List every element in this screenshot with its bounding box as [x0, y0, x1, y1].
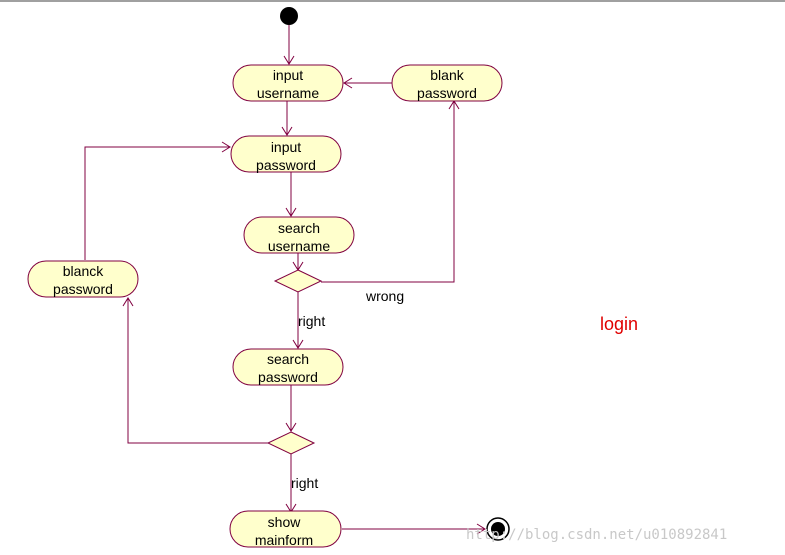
activity-label-line1: blanck	[63, 263, 104, 279]
activity-show-mainform: show mainform	[229, 510, 342, 548]
activity-label-line1: blank	[430, 67, 464, 83]
activity-search-username: search username	[243, 216, 355, 254]
activity-input-username: input username	[232, 64, 344, 102]
activity-label-line2: password	[53, 281, 113, 297]
initial-node	[280, 7, 298, 25]
activity-search-password: search password	[232, 348, 344, 386]
activity-label-line2: mainform	[255, 532, 313, 548]
activity-label-line2: username	[268, 238, 330, 254]
activity-label-line1: show	[268, 514, 302, 530]
activity-label-line1: search	[267, 351, 309, 367]
window-top-border	[0, 0, 785, 2]
activity-label-line2: password	[258, 369, 318, 385]
edge-decision-to-blank-password	[321, 101, 455, 283]
edge-blanck-password-to-input-password	[84, 146, 230, 260]
activity-label-line2: password	[417, 85, 477, 101]
activity-label-line2: username	[257, 85, 319, 101]
activity-label-line1: input	[273, 67, 303, 83]
activity-blanck-password: blanck password	[27, 260, 139, 298]
watermark-text: http://blog.csdn.net/u010892841	[466, 527, 727, 543]
decision-node-password	[266, 431, 316, 455]
edges	[84, 25, 486, 535]
activity-blank-password: blank password	[391, 64, 503, 102]
activity-label-line2: password	[256, 157, 316, 173]
edge-decision-to-blanck-password	[127, 298, 268, 444]
final-node	[486, 517, 510, 541]
diagram-title: login	[600, 314, 638, 334]
edge-label-right: right	[298, 313, 325, 329]
activity-label-line1: search	[278, 220, 320, 236]
edge-label-right: right	[291, 475, 318, 491]
activity-input-password: input password	[230, 135, 342, 173]
activity-label-line1: input	[271, 139, 301, 155]
decision-node-username	[273, 269, 323, 293]
edge-label-wrong: wrong	[365, 288, 404, 304]
